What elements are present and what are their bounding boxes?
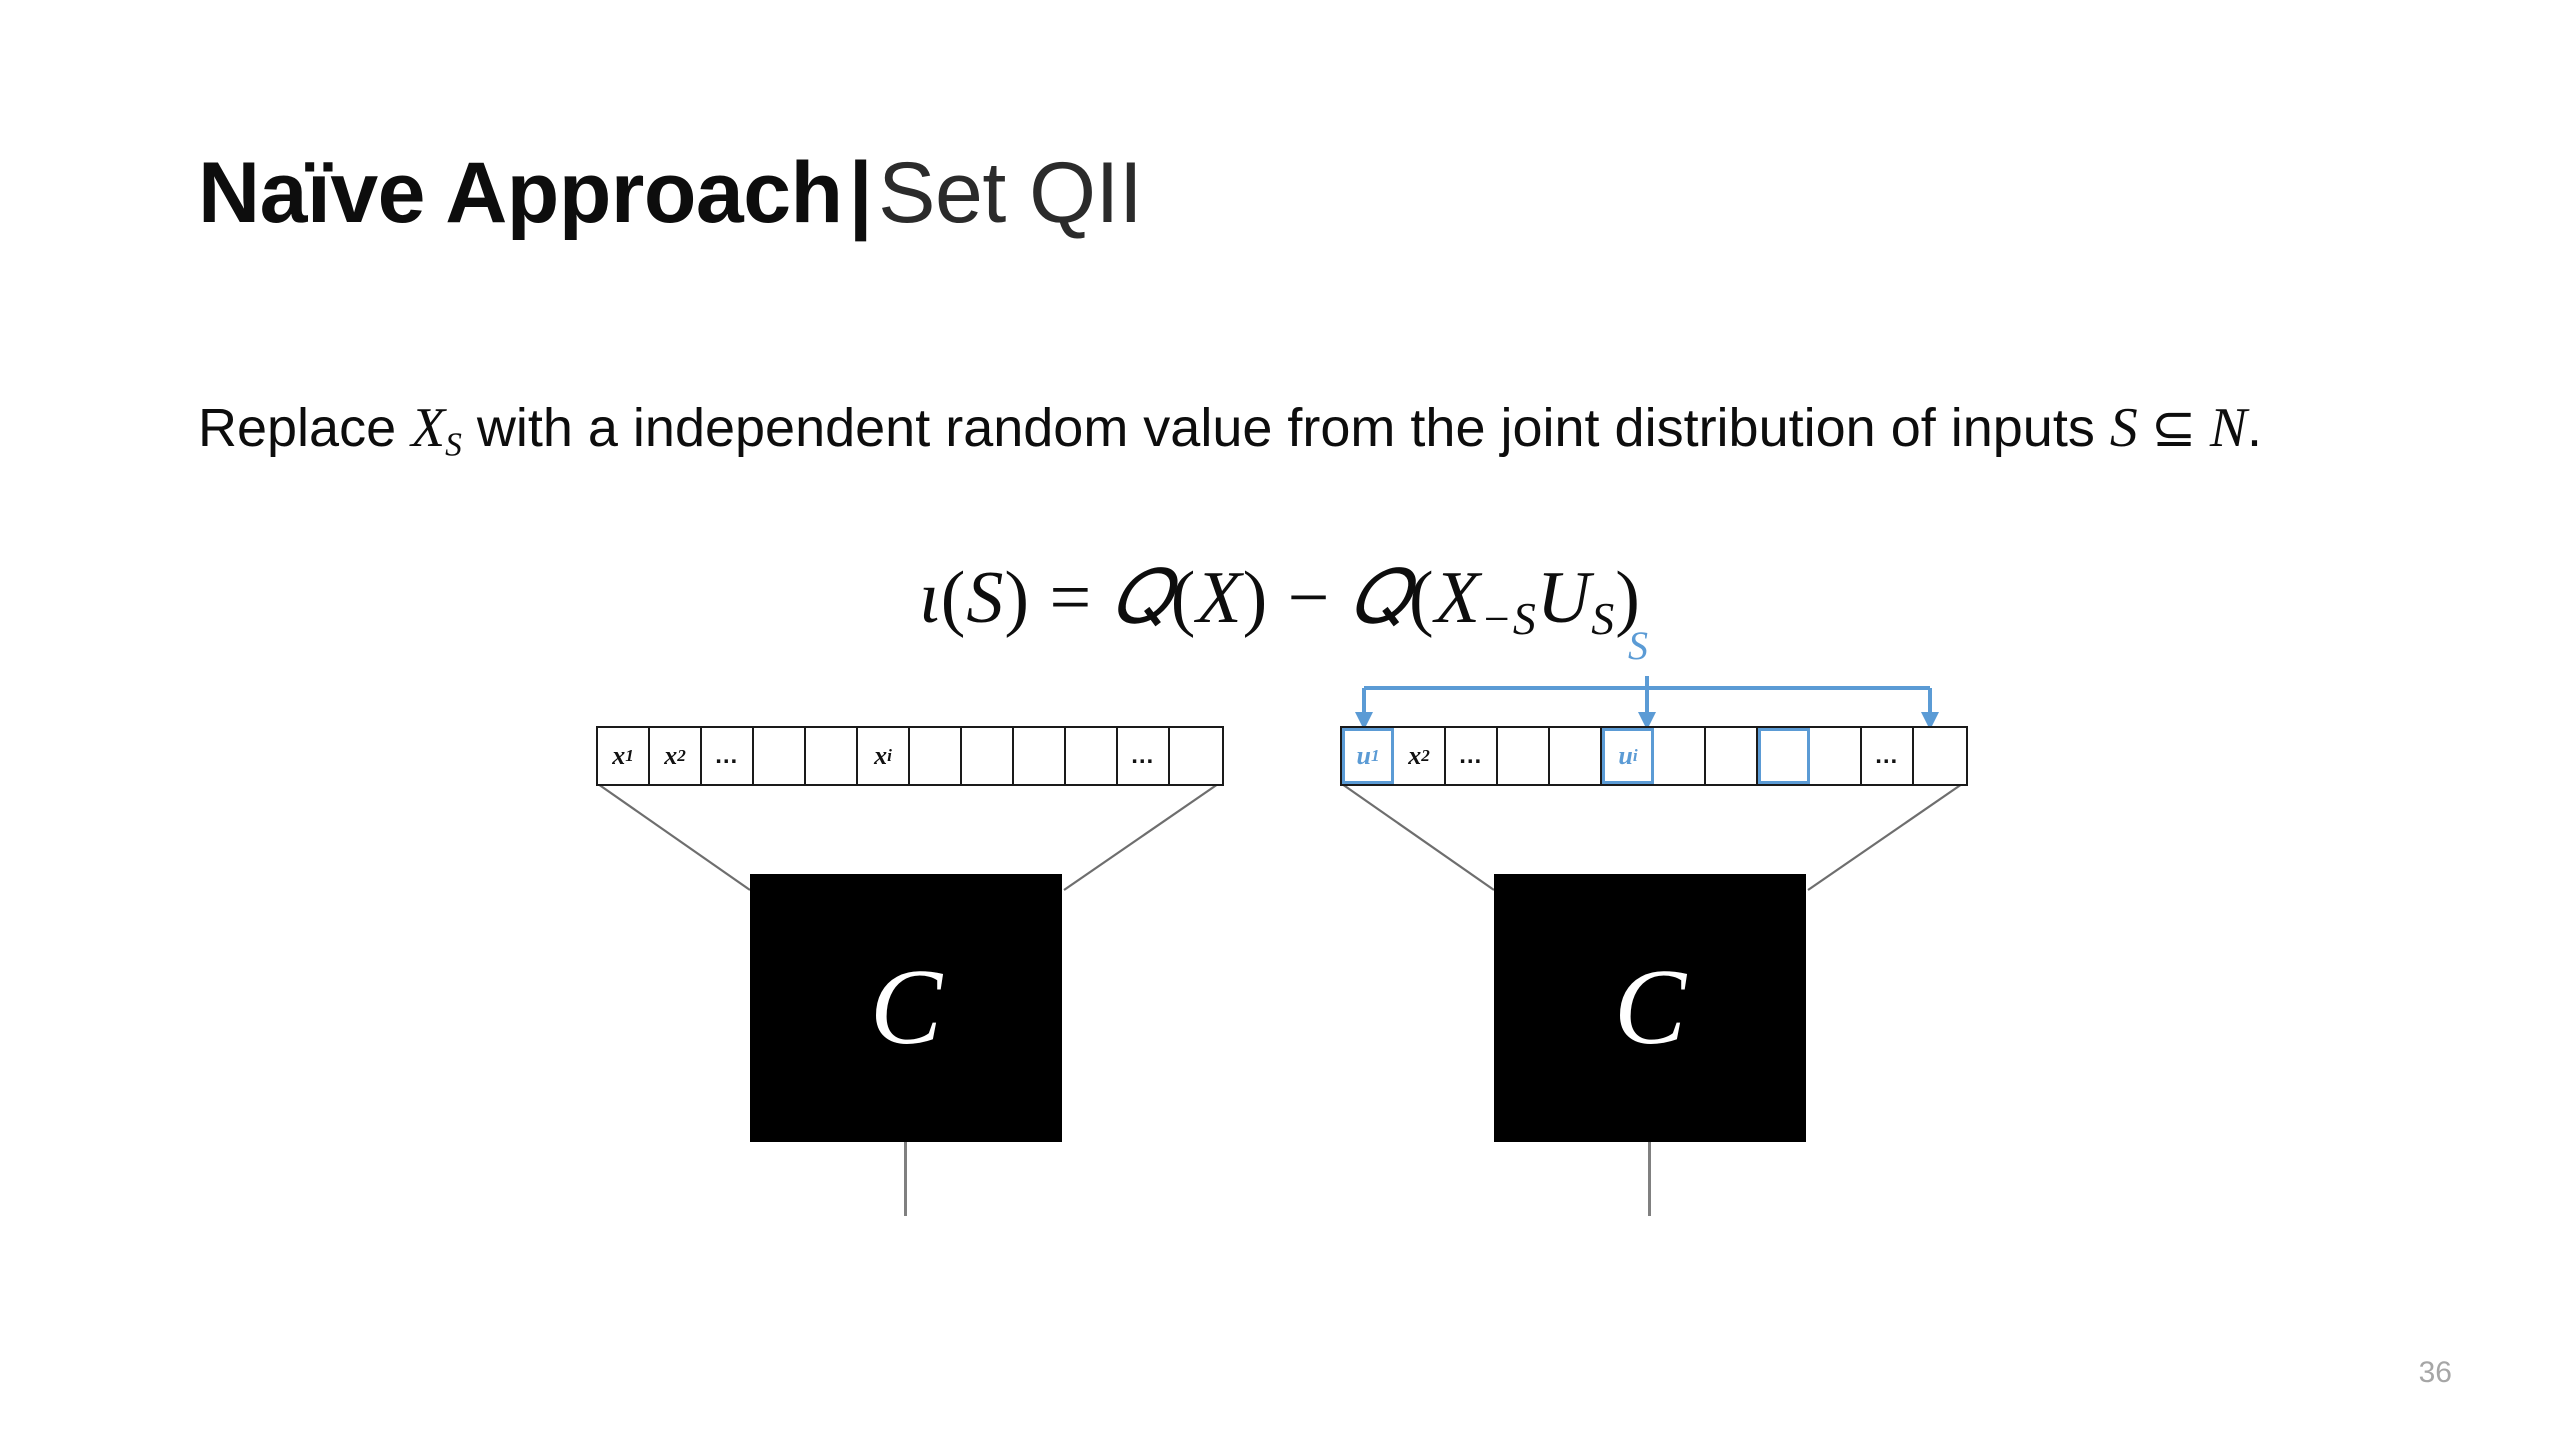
body-line1-prefix: Replace (198, 398, 412, 458)
right-input-cell-6-symbol: u (1618, 741, 1633, 770)
left-input-cell-5[interactable] (806, 728, 858, 784)
right-input-cell-1-subscript: 1 (1370, 746, 1380, 765)
formula-arg-U-subscript: S (1591, 592, 1616, 644)
title-separator: | (848, 145, 873, 241)
body-var-X: X (411, 397, 446, 459)
right-input-cell-2-subscript: 2 (1421, 746, 1430, 765)
body-paragraph: Replace XS with a independent random val… (198, 392, 2428, 468)
right-input-cell-8[interactable] (1706, 728, 1758, 784)
formula-Q-2: 𝑄 (1350, 557, 1410, 639)
formula-minus: − (1287, 557, 1331, 639)
left-input-cell-12[interactable] (1170, 728, 1222, 784)
left-input-cell-3[interactable]: … (702, 728, 754, 784)
right-input-cell-2-symbol: x (1408, 741, 1422, 770)
body-line2-prefix: of inputs (1890, 398, 2110, 458)
right-input-cell-10[interactable] (1810, 728, 1862, 784)
left-input-cell-2-subscript: 2 (677, 746, 686, 765)
formula-open-paren-3: ( (1409, 557, 1435, 639)
left-classifier-letter: C (869, 948, 943, 1067)
formula-close-paren-2: ) (1242, 557, 1269, 639)
left-input-cell-6-subscript: i (887, 746, 892, 765)
right-intervention-bracket (1355, 676, 1939, 730)
right-input-cell-3[interactable]: … (1446, 728, 1498, 784)
formula-arg-U: U (1536, 557, 1592, 639)
formula-arg-X2: X (1434, 557, 1481, 639)
right-classifier-box[interactable]: C (1494, 874, 1806, 1142)
formula-Q-1: 𝑄 (1111, 557, 1171, 639)
formula-open-paren-2: ( (1170, 557, 1197, 639)
body-var-X-subscript: S (445, 426, 462, 464)
body-var-S: S (2109, 397, 2138, 459)
subset-operator: ⊆ (2137, 398, 2210, 458)
display-formula: ι(S) = 𝑄(X) − 𝑄(X−SUS) (0, 556, 2560, 645)
title-main-text: Naïve Approach (198, 145, 843, 241)
right-output-wire (1648, 1142, 1651, 1216)
right-classifier-letter: C (1613, 948, 1687, 1067)
formula-close-paren-3: ) (1615, 557, 1641, 639)
left-input-cell-7[interactable] (910, 728, 962, 784)
formula-open-paren-1: ( (940, 557, 967, 639)
right-input-cell-4[interactable] (1498, 728, 1550, 784)
left-classifier-box[interactable]: C (750, 874, 1062, 1142)
title-subtitle-text: Set QII (878, 145, 1143, 241)
right-input-cell-6-subscript: i (1632, 746, 1638, 765)
page-title: Naïve Approach|Set QII (198, 145, 1143, 241)
left-input-cell-1-subscript: 1 (625, 746, 634, 765)
left-input-cell-10[interactable] (1066, 728, 1118, 784)
left-input-cell-2-symbol: x (664, 741, 678, 770)
formula-equals: = (1049, 557, 1093, 639)
body-line2-suffix: . (2247, 398, 2263, 458)
left-input-cell-8[interactable] (962, 728, 1014, 784)
left-input-cell-11[interactable]: … (1118, 728, 1170, 784)
left-input-cell-9[interactable] (1014, 728, 1066, 784)
body-line1-suffix: with a independent random value from the… (461, 398, 1876, 458)
right-input-cell-9[interactable] (1758, 728, 1810, 784)
right-input-cell-1-symbol: u (1356, 741, 1371, 770)
left-input-cell-1-symbol: x (612, 741, 626, 770)
right-input-cell-12[interactable] (1914, 728, 1966, 784)
right-funnel-lines (1341, 783, 1963, 891)
formula-arg-X2-subscript: −S (1480, 592, 1537, 644)
formula-arg-X: X (1196, 557, 1243, 639)
left-output-wire (904, 1142, 907, 1216)
left-input-cell-4[interactable] (754, 728, 806, 784)
right-input-cell-5[interactable] (1550, 728, 1602, 784)
left-funnel-lines (597, 783, 1219, 891)
right-input-cell-11[interactable]: … (1862, 728, 1914, 784)
formula-close-paren-1: ) (1004, 557, 1030, 639)
right-input-cell-7[interactable] (1654, 728, 1706, 784)
slide-number: 36 (2418, 1356, 2452, 1389)
formula-iota: ι (919, 557, 941, 639)
formula-arg-S: S (966, 557, 1005, 639)
left-input-cell-6-symbol: x (874, 741, 888, 770)
body-var-N: N (2209, 397, 2247, 459)
